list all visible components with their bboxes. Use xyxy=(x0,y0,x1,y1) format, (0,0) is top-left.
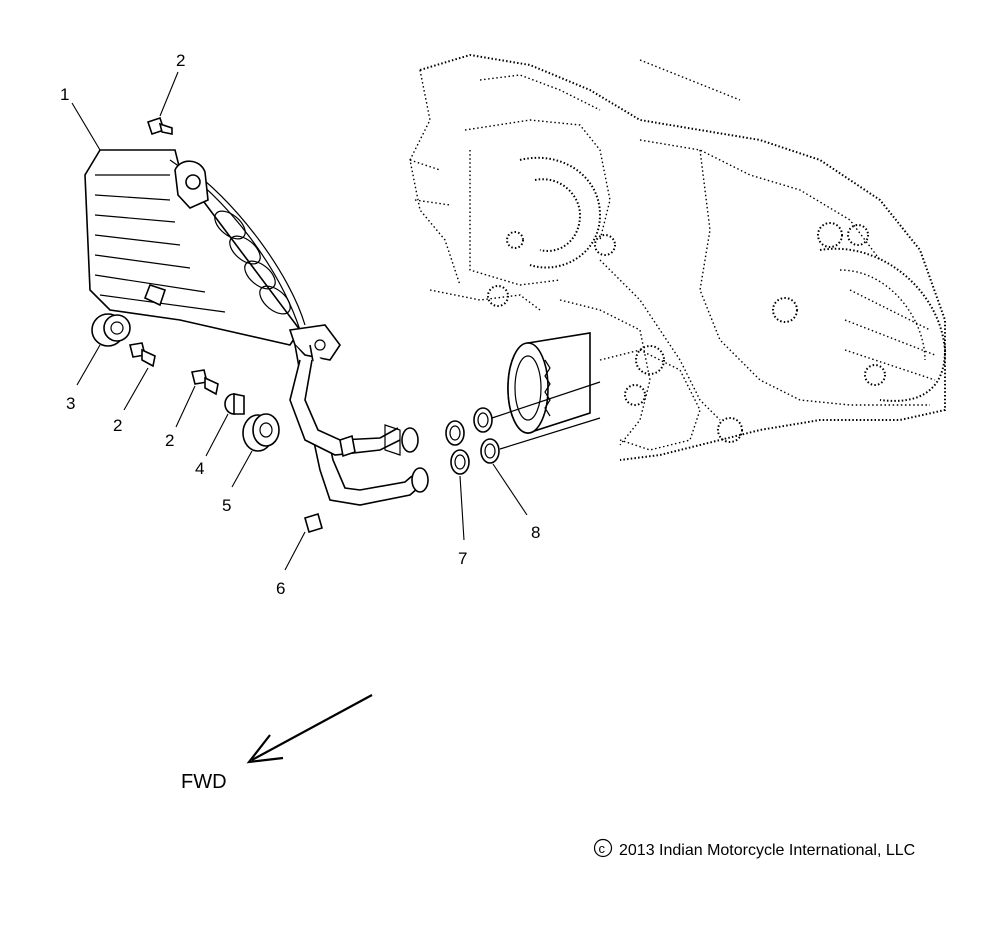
oil-hoses xyxy=(289,344,429,506)
callout-4: 4 xyxy=(195,459,204,478)
callout-1: 1 xyxy=(60,85,69,104)
copyright-text: 2013 Indian Motorcycle International, LL… xyxy=(619,842,915,859)
callout-6: 6 xyxy=(276,579,285,598)
washers xyxy=(445,381,601,475)
copyright-symbol: c xyxy=(599,841,606,856)
callout-7: 7 xyxy=(458,549,467,568)
hose-bolt xyxy=(304,434,356,534)
leader-lines xyxy=(71,71,528,571)
bushing xyxy=(242,413,280,452)
bolt-middle xyxy=(191,369,219,396)
oil-cooler xyxy=(84,149,341,361)
fwd-label: FWD xyxy=(181,771,227,793)
callout-3: 3 xyxy=(66,394,75,413)
engine-phantom-outline xyxy=(409,53,947,461)
copyright-notice: c 2013 Indian Motorcycle International, … xyxy=(593,838,915,859)
spacer xyxy=(224,393,245,415)
callout-2-top: 2 xyxy=(176,51,185,70)
bolt-top xyxy=(146,116,173,136)
callout-5: 5 xyxy=(222,496,231,515)
copyright-circle-icon xyxy=(593,838,613,858)
forward-arrow-icon xyxy=(246,694,373,764)
callout-2-left: 2 xyxy=(113,416,122,435)
callout-labels: 1 2 3 2 2 4 5 6 7 8 xyxy=(60,51,540,598)
oil-filter xyxy=(507,332,591,435)
bolt-left xyxy=(129,342,156,368)
callout-8: 8 xyxy=(531,523,540,542)
grommet xyxy=(91,313,131,347)
callout-2-middle: 2 xyxy=(165,431,174,450)
